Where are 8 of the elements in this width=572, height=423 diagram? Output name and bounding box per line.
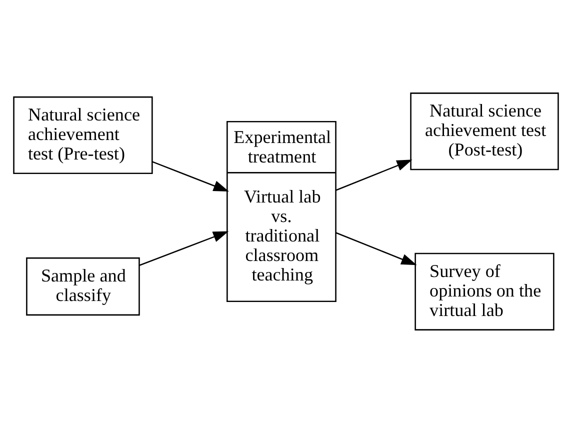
arrow xyxy=(336,160,412,191)
node-box: Natural science achievement test (Post-test) xyxy=(410,92,559,170)
node-box: Sample and classify xyxy=(26,257,140,316)
node-box: Natural science achievement test (Pre-test) xyxy=(13,96,153,174)
arrow xyxy=(336,232,417,266)
arrow xyxy=(152,161,229,192)
arrow xyxy=(139,231,229,266)
node-box: Survey of opinions on the virtual lab xyxy=(414,252,554,330)
